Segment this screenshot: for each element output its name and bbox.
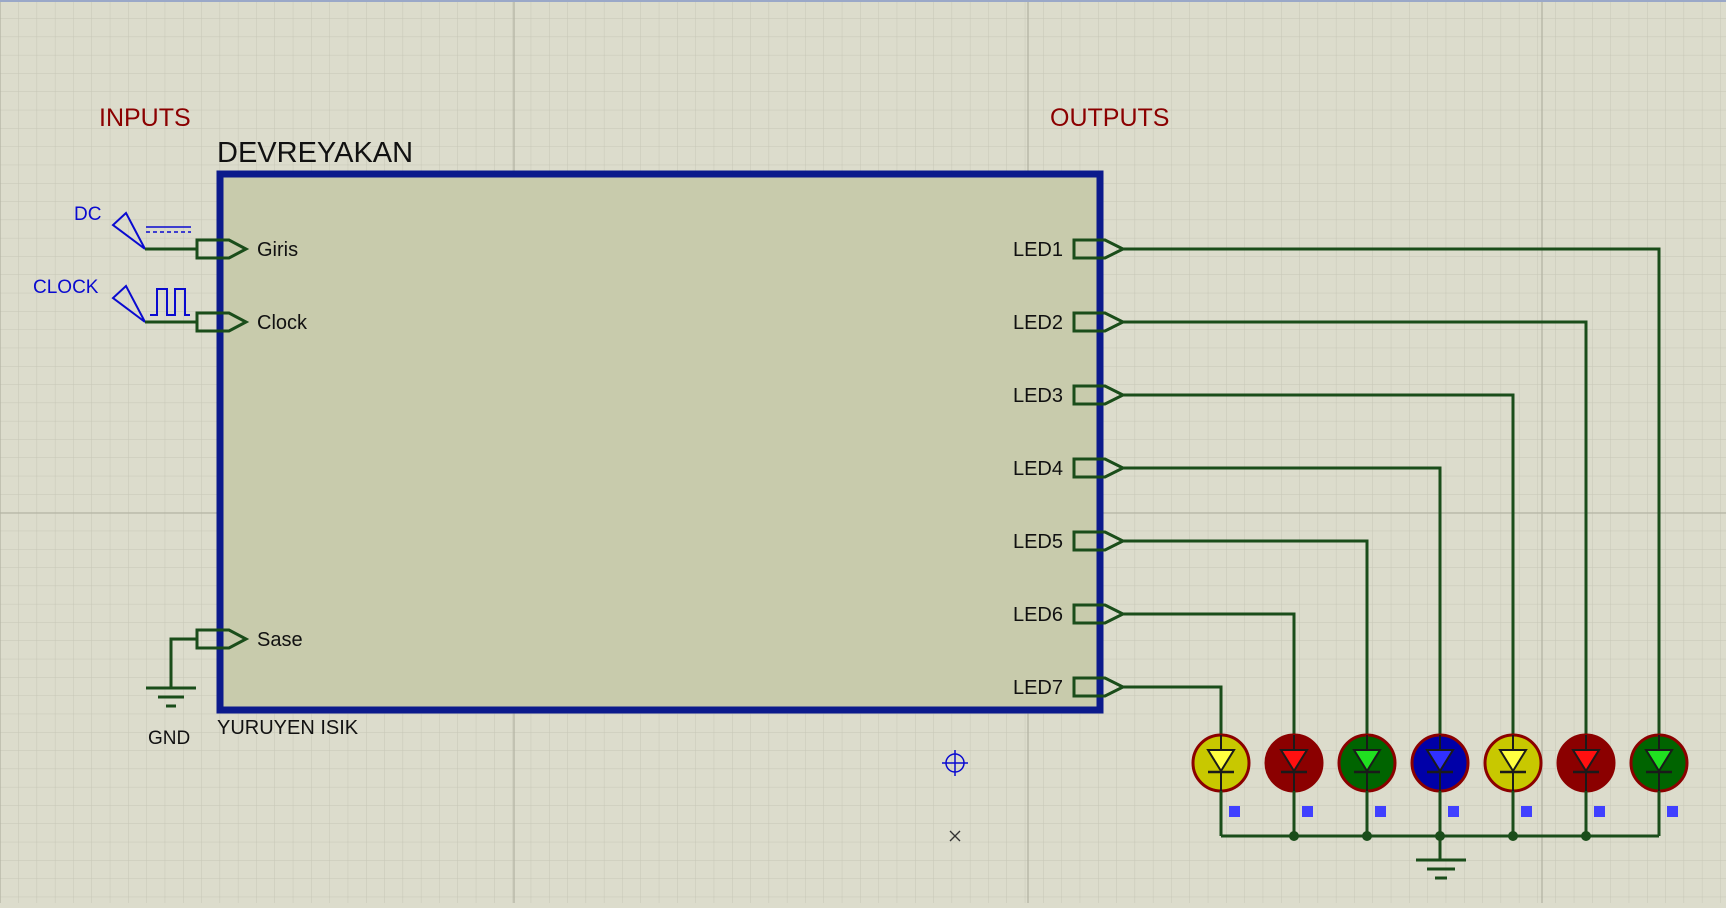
wire-led3[interactable] (1123, 393, 1515, 737)
led-marker-5 (1521, 806, 1532, 817)
wire-led2[interactable] (1123, 320, 1588, 737)
led-3-green[interactable] (1337, 733, 1397, 836)
wire-led6[interactable] (1123, 612, 1296, 737)
pin-led3[interactable]: LED3 (1013, 384, 1127, 407)
led-marker-1 (1229, 806, 1240, 817)
pin-label-led6: LED6 (1013, 604, 1063, 626)
pin-led1[interactable]: LED1 (1013, 238, 1127, 261)
pin-giris[interactable]: Giris (195, 238, 298, 261)
pin-sase[interactable]: Sase (195, 628, 303, 651)
component-type: YURUYEN ISIK (217, 717, 359, 739)
pin-label-clock: Clock (257, 312, 308, 334)
pin-label-led7: LED7 (1013, 677, 1063, 699)
pin-label-sase: Sase (257, 629, 303, 651)
led-marker-2 (1302, 806, 1313, 817)
led-4-blue[interactable] (1410, 733, 1470, 836)
outputs-heading: OUTPUTS (1050, 104, 1169, 132)
led-marker-4 (1448, 806, 1459, 817)
led-1-yellow[interactable] (1191, 733, 1251, 836)
dc-generator[interactable]: DC (74, 204, 197, 251)
pin-led6[interactable]: LED6 (1013, 603, 1127, 626)
wire-led7[interactable] (1123, 685, 1223, 737)
clock-generator[interactable]: CLOCK (33, 277, 197, 324)
pin-led2[interactable]: LED2 (1013, 311, 1127, 334)
pin-led7[interactable]: LED7 (1013, 676, 1127, 699)
led-marker-6 (1594, 806, 1605, 817)
gnd-terminal[interactable]: GND (146, 637, 197, 749)
led-7-green[interactable] (1629, 733, 1689, 836)
led-5-yellow[interactable] (1483, 733, 1543, 836)
gnd-label: GND (148, 728, 190, 749)
origin-marker (942, 750, 968, 776)
led-ground-rail (1221, 831, 1659, 880)
wire-led4[interactable] (1123, 466, 1442, 737)
pin-led5[interactable]: LED5 (1013, 530, 1127, 553)
pin-label-led5: LED5 (1013, 531, 1063, 553)
wire-led5[interactable] (1123, 539, 1369, 737)
led-marker-7 (1667, 806, 1678, 817)
dc-label: DC (74, 204, 101, 225)
component-name: DEVREYAKAN (217, 137, 413, 169)
cursor-cross-icon (949, 830, 961, 842)
pin-label-led3: LED3 (1013, 385, 1063, 407)
pin-clock[interactable]: Clock (195, 311, 308, 334)
pin-label-giris: Giris (257, 239, 298, 261)
component-body[interactable] (216, 170, 1104, 714)
led-6-red[interactable] (1556, 733, 1616, 836)
clock-gen-label: CLOCK (33, 277, 99, 298)
pin-label-led4: LED4 (1013, 458, 1063, 480)
pin-label-led1: LED1 (1013, 239, 1063, 261)
pin-led4[interactable]: LED4 (1013, 457, 1127, 480)
pin-label-led2: LED2 (1013, 312, 1063, 334)
wire-led1[interactable] (1123, 247, 1661, 737)
led-2-red[interactable] (1264, 733, 1324, 836)
inputs-heading: INPUTS (99, 104, 191, 132)
led-marker-3 (1375, 806, 1386, 817)
